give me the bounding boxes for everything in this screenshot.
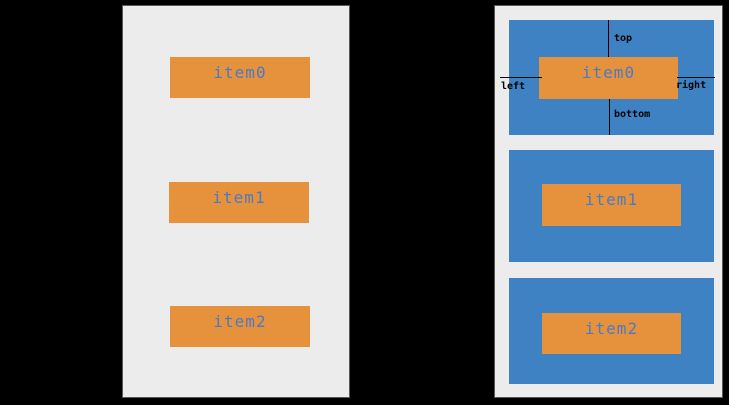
left-item1-box: item1	[169, 182, 309, 223]
left-item0-box: item0	[170, 57, 310, 98]
margin-left-line	[500, 77, 542, 78]
margin-explanation-panel: item0 top bottom left right item1 item2	[494, 5, 723, 398]
margin-top-line	[608, 20, 609, 57]
margin-right-label: right	[676, 80, 707, 91]
right-item2-box: item2	[542, 313, 681, 354]
right-item1-box: item1	[542, 184, 681, 226]
right-item0-box: item0	[539, 57, 678, 99]
item1-margin-box: item1	[509, 150, 714, 262]
margin-bottom-label: bottom	[614, 109, 651, 120]
rendered-layout-panel: item0 item1 item2	[122, 5, 350, 398]
margin-bottom-line	[609, 99, 610, 135]
left-item2-box: item2	[170, 306, 310, 347]
item0-margin-box: item0 top bottom left right	[500, 20, 715, 135]
margin-top-label: top	[614, 33, 633, 44]
item2-margin-box: item2	[509, 278, 714, 384]
margin-right-line	[677, 77, 715, 78]
margin-left-label: left	[501, 81, 526, 92]
